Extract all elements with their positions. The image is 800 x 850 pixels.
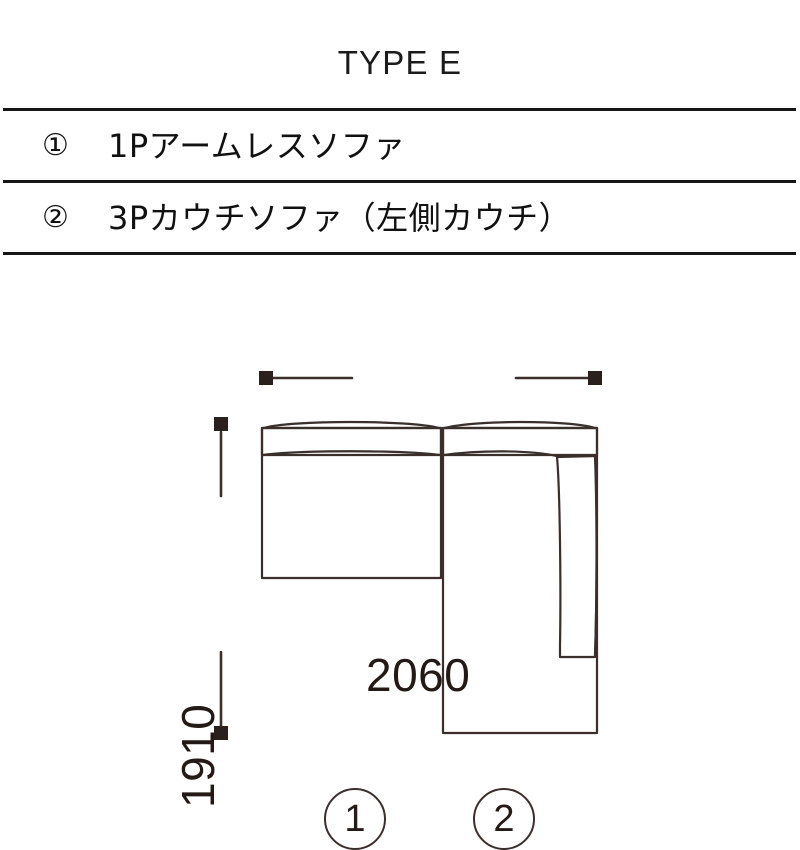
row-label-2: 3Pカウチソファ（左側カウチ） (108, 198, 572, 237)
dimension-label-depth: 1910 (172, 703, 224, 808)
page-title: TYPE E (337, 44, 463, 81)
sofa-2-armrest-inner-edge (593, 455, 598, 657)
table-row: ② 3Pカウチソファ（左側カウチ） (3, 183, 796, 252)
table-rule-middle (3, 180, 796, 183)
table-rule-top (3, 108, 796, 111)
row-index-2: ② (42, 199, 69, 235)
sofa-1-backrest-top-curve (262, 420, 441, 430)
dimension-marker-left (259, 371, 273, 385)
table-row: ① 1Pアームレスソファ (3, 111, 796, 180)
sofa-floor-plan-diagram: 2060 1910 1 2 (0, 300, 800, 850)
dimension-marker-right (588, 371, 602, 385)
row-label-1: 1Pアームレスソファ (108, 126, 406, 165)
sofa-2-armrest (555, 454, 598, 659)
sofa-2-seat-curve (442, 450, 559, 458)
floor-plan-svg (214, 371, 602, 740)
spec-table: ① 1Pアームレスソファ ② 3Pカウチソファ（左側カウチ） (3, 108, 796, 255)
sofa-2-backrest (441, 426, 599, 457)
dimension-marker-bottom (214, 726, 228, 740)
sofa-1-seat-curve (261, 450, 442, 457)
callout-marker-2: 2 (473, 788, 535, 850)
table-rule-bottom (3, 252, 796, 255)
dimension-marker-top (214, 417, 228, 431)
callout-marker-1: 1 (324, 788, 386, 850)
row-index-1: ① (42, 127, 69, 163)
sofa-2-backrest-top-curve (443, 420, 597, 430)
dimension-label-width: 2060 (366, 649, 471, 701)
